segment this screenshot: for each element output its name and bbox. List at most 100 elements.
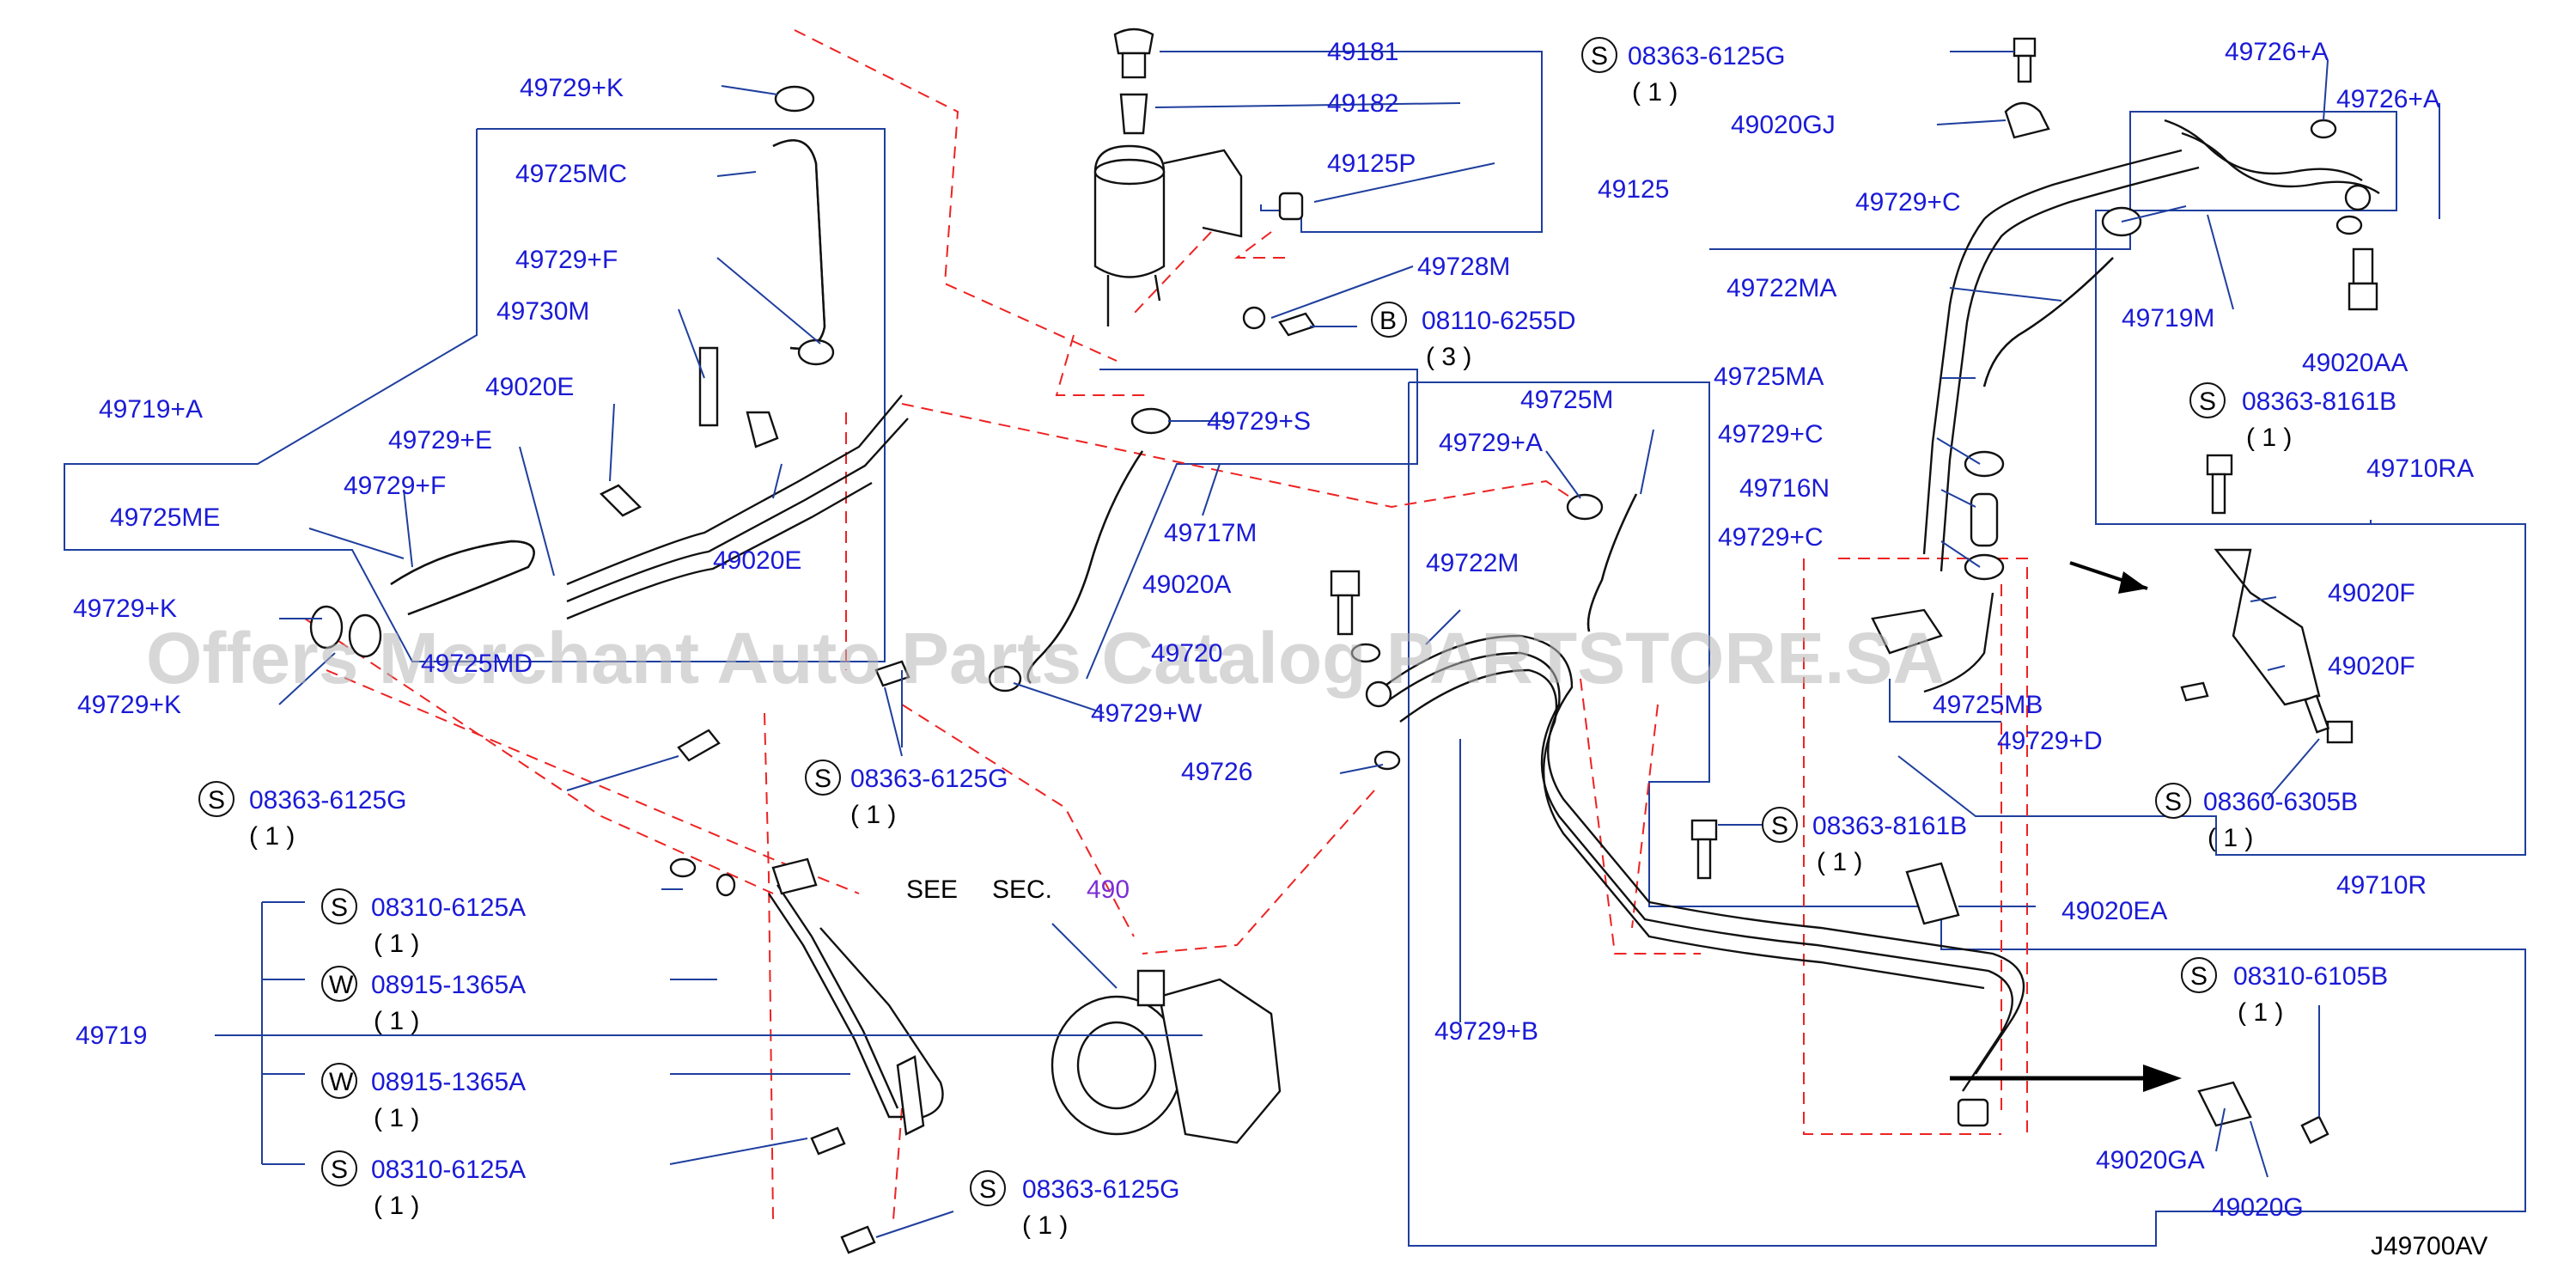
section-link-490[interactable]: 490 (1087, 875, 1130, 904)
badge-letter: S (1591, 42, 1608, 70)
label-49729s[interactable]: 49729+S (1207, 407, 1311, 436)
badge-letter: S (1771, 812, 1788, 840)
label-49020ga[interactable]: 49020GA (2096, 1146, 2205, 1174)
see-text: SEE (906, 875, 958, 904)
label-49020gj[interactable]: 49020GJ (1731, 111, 1836, 139)
callout-part: 08915-1365A (371, 971, 526, 999)
label-49020aa[interactable]: 49020AA (2302, 349, 2408, 377)
label-49722m[interactable]: 49722M (1426, 549, 1519, 577)
label-49725mb[interactable]: 49725MB (1933, 691, 2043, 719)
label-49020f[interactable]: 49020F (2328, 579, 2415, 607)
label-49020e-2[interactable]: 49020E (713, 546, 801, 575)
callout-qty: ( 1 ) (374, 1104, 419, 1132)
label-49125[interactable]: 49125 (1598, 175, 1669, 204)
label-49726a-2[interactable]: 49726+A (2336, 85, 2440, 113)
label-49729k-top[interactable]: 49729+K (520, 74, 624, 102)
label-49729e[interactable]: 49729+E (388, 426, 492, 454)
callout-10[interactable]: S 08360-6305B ( 1 ) (2155, 783, 2358, 852)
badge-letter: S (331, 894, 348, 922)
callout-part: 08110-6255D (1422, 307, 1576, 335)
label-49717m[interactable]: 49717M (1164, 519, 1257, 547)
label-49719[interactable]: 49719 (76, 1022, 147, 1050)
badge-letter: S (2199, 387, 2216, 416)
label-49181[interactable]: 49181 (1327, 38, 1398, 66)
alignment-lines (304, 29, 2028, 1221)
badge-letter: S (2190, 962, 2208, 991)
leader-lines (215, 51, 2440, 1238)
callout-qty: ( 1 ) (1632, 78, 1678, 107)
label-49725mc[interactable]: 49725MC (515, 160, 627, 188)
label-49729k-left-2[interactable]: 49729+K (77, 691, 181, 719)
callout-4[interactable]: S 08310-6125A ( 1 ) (321, 888, 526, 958)
label-49729w[interactable]: 49729+W (1091, 699, 1203, 728)
callout-qty: ( 1 ) (374, 1007, 419, 1035)
label-49020e-1[interactable]: 49020E (485, 373, 574, 401)
callout-part: 08915-1365A (371, 1068, 526, 1096)
callout-part: 08363-8161B (1812, 812, 1967, 840)
label-49716n[interactable]: 49716N (1739, 474, 1830, 503)
callout-2[interactable]: S 08363-6125G ( 1 ) (805, 760, 1008, 829)
label-49020f-2[interactable]: 49020F (2328, 652, 2415, 680)
label-49725m[interactable]: 49725M (1520, 386, 1613, 414)
label-49726a-1[interactable]: 49726+A (2225, 38, 2329, 66)
label-49729c-1[interactable]: 49729+C (1855, 188, 1961, 217)
badge-letter: S (979, 1175, 996, 1204)
label-49725me[interactable]: 49725ME (110, 503, 220, 532)
label-49720[interactable]: 49720 (1151, 639, 1222, 668)
badge-letter: S (208, 786, 225, 814)
callout-qty: ( 1 ) (249, 822, 295, 851)
label-49020g[interactable]: 49020G (2212, 1193, 2304, 1222)
label-49719m[interactable]: 49719M (2122, 304, 2214, 332)
label-49730m[interactable]: 49730M (496, 297, 589, 326)
badge-letter: W (329, 971, 354, 999)
label-49729d[interactable]: 49729+D (1997, 727, 2103, 755)
callout-qty: ( 1 ) (374, 930, 419, 958)
label-49729b[interactable]: 49729+B (1434, 1017, 1538, 1046)
label-49725md[interactable]: 49725MD (421, 650, 533, 678)
callout-9[interactable]: S 08363-8161B ( 1 ) (2189, 382, 2396, 452)
callout-part: 08310-6105B (2233, 962, 2388, 991)
label-49729f-1[interactable]: 49729+F (515, 246, 618, 274)
callout-qty: ( 1 ) (374, 1192, 419, 1220)
label-49729f-2[interactable]: 49729+F (344, 472, 446, 500)
badge-letter: S (814, 765, 831, 793)
label-49125p[interactable]: 49125P (1327, 149, 1416, 178)
callout-1[interactable]: B 08110-6255D ( 3 ) (1371, 302, 1576, 371)
group-outlines (64, 51, 2526, 1247)
callout-part: 08310-6125A (371, 894, 526, 922)
label-49719a[interactable]: 49719+A (99, 395, 203, 424)
badge-letter: W (329, 1068, 354, 1096)
callout-0[interactable]: S 08363-6125G ( 1 ) (1581, 37, 1786, 107)
label-49729a-mid[interactable]: 49729+A (1439, 429, 1543, 457)
callout-12[interactable]: S 08310-6105B ( 1 ) (2181, 957, 2388, 1027)
callout-part: 08310-6125A (371, 1156, 526, 1184)
callout-7[interactable]: S 08310-6125A ( 1 ) (321, 1150, 526, 1220)
label-49726[interactable]: 49726 (1181, 758, 1252, 786)
callout-8[interactable]: S 08363-6125G ( 1 ) (970, 1170, 1180, 1240)
label-49728m[interactable]: 49728M (1417, 253, 1510, 281)
label-49020a[interactable]: 49020A (1142, 570, 1231, 599)
sec-text: SEC. (992, 875, 1052, 904)
callout-5[interactable]: W 08915-1365A ( 1 ) (321, 966, 526, 1035)
label-49725ma[interactable]: 49725MA (1714, 363, 1824, 391)
label-49182[interactable]: 49182 (1327, 89, 1398, 118)
label-49729c-3[interactable]: 49729+C (1718, 523, 1824, 552)
callout-part: 08363-6125G (1628, 42, 1786, 70)
part-drawings (309, 27, 2380, 1254)
label-49722ma[interactable]: 49722MA (1726, 274, 1836, 302)
part-labels: 49729+K 49725MC 49729+F 49730M 49020E 49… (73, 38, 2474, 1222)
label-49729c-2[interactable]: 49729+C (1718, 420, 1824, 448)
label-49729k-left-1[interactable]: 49729+K (73, 595, 177, 623)
callout-part: 08363-8161B (2242, 387, 2396, 416)
callout-part: 08360-6305B (2203, 788, 2358, 816)
watermark: Offers Merchant Auto Parts Catalog PARTS… (146, 618, 1945, 699)
label-49710r[interactable]: 49710R (2336, 871, 2427, 900)
callout-3[interactable]: S 08363-6125G ( 1 ) (198, 781, 407, 851)
label-49020ea[interactable]: 49020EA (2061, 897, 2167, 925)
label-49710ra[interactable]: 49710RA (2366, 454, 2474, 483)
callout-qty: ( 1 ) (2208, 824, 2253, 852)
badge-letter: B (1379, 307, 1397, 335)
callout-11[interactable]: S 08363-8161B ( 1 ) (1762, 807, 1967, 876)
callout-6[interactable]: W 08915-1365A ( 1 ) (321, 1063, 526, 1132)
